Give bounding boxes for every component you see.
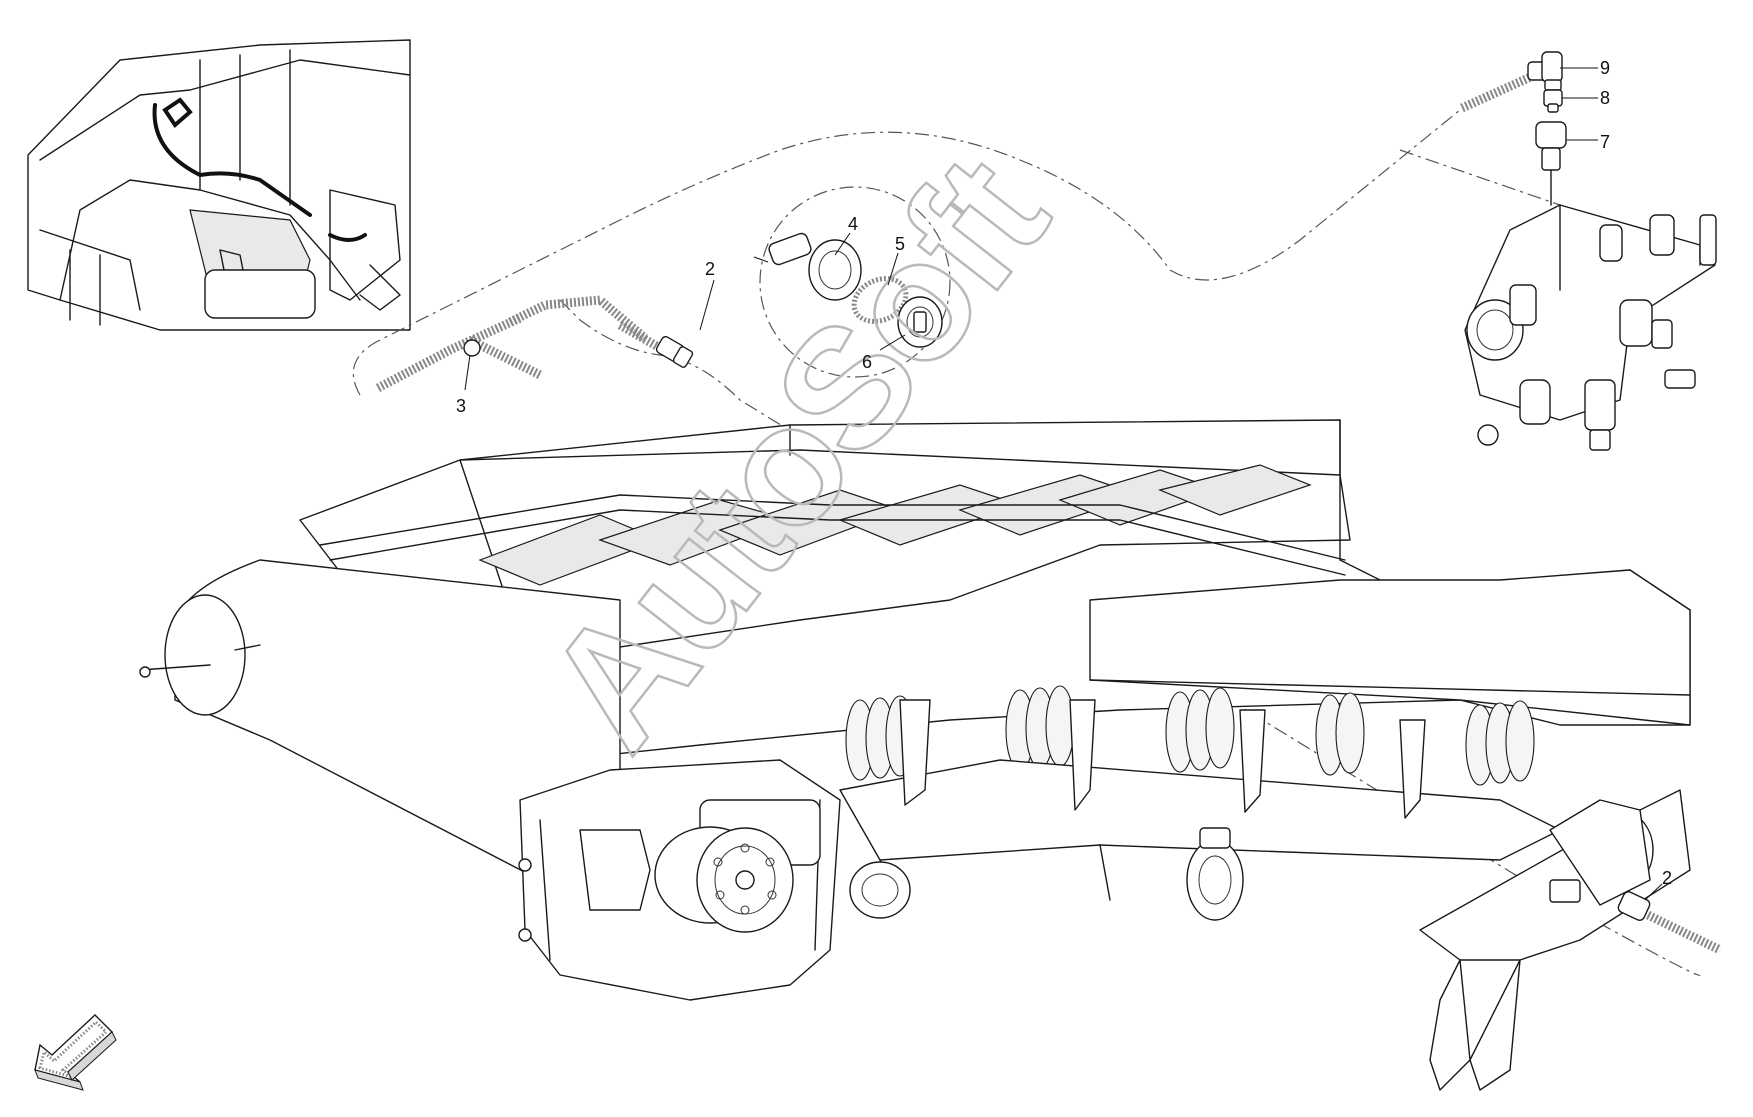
part-6-plug (897, 296, 943, 348)
part-2-hose-fitting-top (617, 321, 694, 368)
callout-9: 9 (1600, 58, 1610, 78)
callout-6: 6 (862, 352, 872, 372)
callouts: 2 3 4 5 6 2 9 8 7 (456, 58, 1672, 901)
part-4-adapter (768, 232, 862, 301)
part-8-nipple (1543, 89, 1563, 113)
part-3-tee-hose (375, 295, 648, 392)
callout-7: 7 (1600, 132, 1610, 152)
part-7-quick-coupler (1535, 121, 1567, 206)
part-2-hose-fitting-bottom (1617, 891, 1722, 955)
main-machine-body (139, 419, 1691, 1091)
part-5-seal-ring (851, 276, 909, 324)
callout-2-top: 2 (705, 259, 715, 279)
callout-8: 8 (1600, 88, 1610, 108)
callout-3: 3 (456, 396, 466, 416)
callout-2-bottom: 2 (1662, 868, 1672, 888)
overview-inset (27, 39, 411, 331)
auger-springs (845, 685, 1535, 786)
callout-5: 5 (895, 234, 905, 254)
hose-routing-lines (352, 109, 1701, 976)
part-9-elbow (1460, 51, 1563, 113)
direction-arrow-icon (34, 1014, 117, 1091)
valve-block-assembly (1464, 204, 1717, 451)
detail-circle-fittings (759, 186, 951, 378)
callout-4: 4 (848, 214, 858, 234)
